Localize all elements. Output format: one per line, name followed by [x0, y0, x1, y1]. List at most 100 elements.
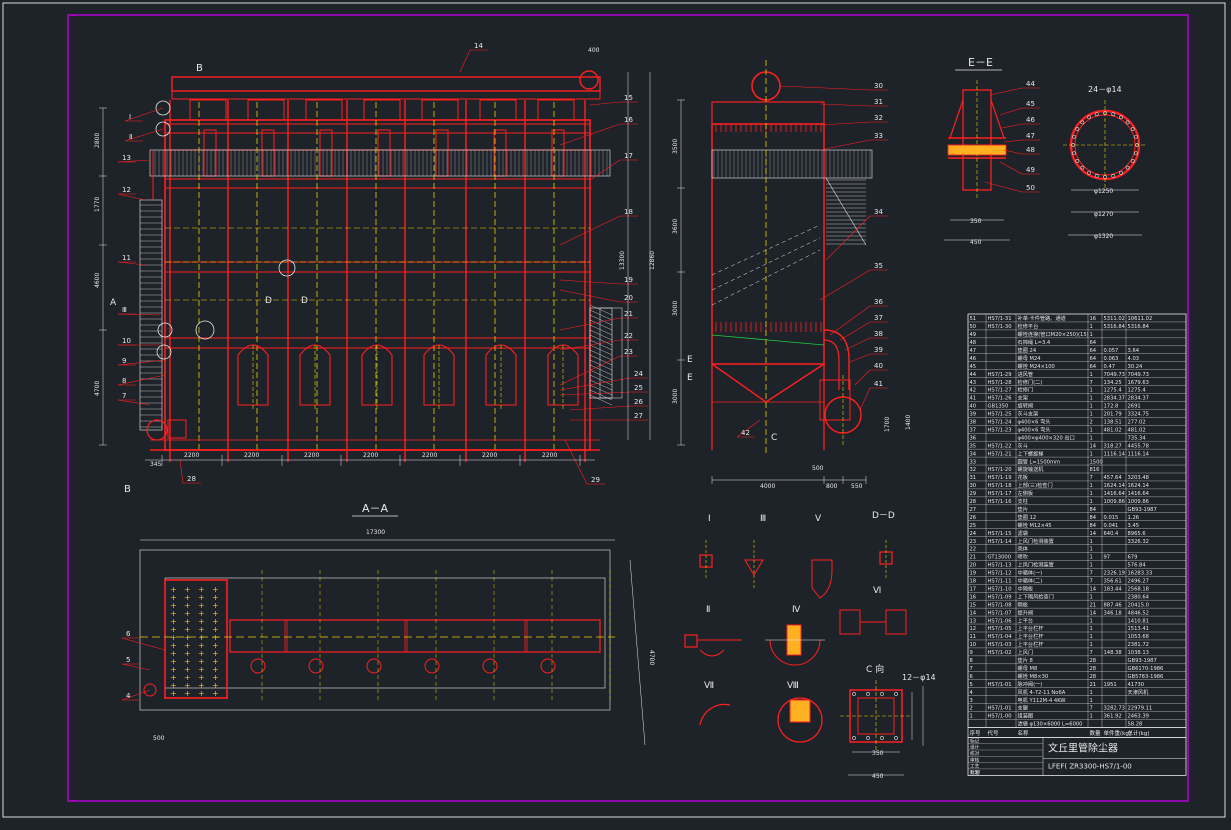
bom-cell: 1513.41: [1128, 626, 1149, 632]
bom-cell: 16: [970, 594, 977, 600]
bom-cell: HS7/1-19: [988, 475, 1012, 481]
bom-cell: 上下隔风检查门: [1018, 592, 1054, 600]
aa-bag-marker: +: [184, 673, 191, 682]
bom-cell: 24: [970, 531, 977, 537]
left-callout-9: 7: [122, 392, 126, 400]
callout-leader: [459, 49, 471, 73]
callout-leader: [559, 339, 621, 351]
bom-cell: 垫片: [1018, 505, 1028, 513]
bom-cell: HS7/1-06: [988, 618, 1012, 624]
bom-cell: 0.057: [1104, 348, 1119, 354]
aa-duct-joint: [404, 619, 408, 653]
bom-cell: 28: [1090, 674, 1097, 680]
aa-bag-marker: +: [170, 657, 177, 666]
bom-cell: 201.79: [1104, 412, 1122, 418]
bolt-hole: [1080, 165, 1085, 170]
hopper-inlet-arch: [237, 344, 269, 406]
bom-cell: 左侧板: [1018, 489, 1034, 497]
bolt-hole: [1111, 112, 1116, 116]
bolt-hole: [1134, 134, 1138, 139]
stair-hatch: [589, 379, 613, 391]
ee-taper: [949, 99, 1005, 139]
aa-bag-marker: +: [184, 593, 191, 602]
bom-cell: 1053.68: [1128, 634, 1149, 640]
bolt-hole: [1119, 170, 1123, 175]
side-platform-grating: [711, 149, 873, 179]
callout-leader: [559, 317, 621, 331]
bolt-hole: [1111, 174, 1116, 178]
bom-cell: 64: [1090, 340, 1097, 346]
callout-leader: [1001, 123, 1023, 129]
top-lift-valve: [479, 99, 517, 121]
bay-dim-2200: 2200: [244, 452, 259, 459]
bom-cell: 84: [1090, 507, 1097, 513]
stair-hatch: [589, 339, 613, 351]
bom-cell: 1500: [1090, 459, 1103, 465]
section-d-mark-1: D: [265, 296, 272, 306]
detail-ii-title: Ⅱ: [706, 605, 710, 615]
c-bolt-hole: [880, 736, 884, 740]
bom-cell: 16: [1090, 316, 1097, 322]
ee-callout-45: 45: [1026, 100, 1035, 108]
bom-cell: 脉冲阀(一): [1018, 680, 1043, 688]
aa-outlet-circle: [540, 658, 556, 674]
callout-leader: [117, 261, 146, 266]
hopper-inlet-arch: [361, 344, 393, 406]
aa-bag-marker: +: [170, 609, 177, 618]
bay-dim-2200: 2200: [542, 452, 557, 459]
c-bolt-hole: [852, 736, 856, 740]
front-callout-18: 18: [624, 208, 633, 216]
front-callout-16: 16: [624, 116, 633, 124]
top-lift-valve: [305, 99, 343, 121]
side-stair-stringer: [825, 177, 867, 246]
bom-cell: 35: [970, 443, 977, 449]
bom-cell: HS7/1-17: [988, 491, 1012, 497]
aa-section-title: A－A: [362, 502, 389, 515]
bom-cell: 进风管: [1018, 370, 1034, 378]
aa-bag-marker: +: [212, 609, 219, 618]
bom-cell: HS7/1-07: [988, 610, 1012, 616]
bom-cell: 277.02: [1128, 420, 1146, 426]
bom-cell: 27: [970, 507, 977, 513]
bom-cell: 15: [970, 602, 977, 608]
side-brace-diag-1: [711, 363, 767, 403]
bolt-hole: [1080, 120, 1085, 125]
aa-bag-marker: +: [170, 681, 177, 690]
bolt-hole: [1094, 174, 1099, 178]
stair-hatch: [589, 324, 613, 336]
front-callout-24: 24: [634, 370, 643, 378]
aa-bag-marker: +: [212, 601, 219, 610]
aa-outlet-circle: [308, 658, 324, 674]
dim-c-350: 350: [872, 750, 884, 757]
bom-cell: 356.61: [1104, 579, 1122, 585]
stair-hatch: [589, 389, 613, 401]
aa-bag-marker: +: [184, 649, 191, 658]
dim-c-450: 450: [872, 773, 884, 780]
bom-cell: 58.28: [1128, 722, 1143, 728]
aa-bag-marker: +: [198, 625, 205, 634]
bom-cell: 148.38: [1104, 650, 1122, 656]
callout-leader: [819, 103, 871, 107]
aa-bag-marker: +: [170, 649, 177, 658]
bom-cell: 花板: [1018, 473, 1029, 481]
bom-cell: 47: [970, 348, 977, 354]
stair-hatch: [589, 304, 613, 316]
stair-hatch: [589, 364, 613, 376]
aa-bag-marker: +: [212, 625, 219, 634]
callout-leader: [121, 637, 166, 651]
bom-cell: 20: [970, 563, 977, 569]
bom-cell: 21: [1090, 602, 1097, 608]
aa-duct-joint: [284, 619, 288, 653]
bom-cell: 576.84: [1128, 563, 1147, 569]
detail-viii-title: Ⅷ: [787, 681, 799, 691]
left-callout-3: 12: [122, 186, 131, 194]
c-bolt-hole: [852, 692, 856, 696]
detail-vii-arc: [699, 703, 731, 726]
bom-cell: 1679.63: [1128, 380, 1149, 386]
side-callout-40: 40: [874, 362, 883, 370]
ee-callout-44: 44: [1026, 80, 1035, 88]
section-a-mark: A: [110, 298, 117, 308]
bom-cell: HS7/1-01: [988, 682, 1012, 688]
bom-cell: 33: [970, 459, 977, 465]
bom-cell: 1: [1090, 324, 1093, 330]
